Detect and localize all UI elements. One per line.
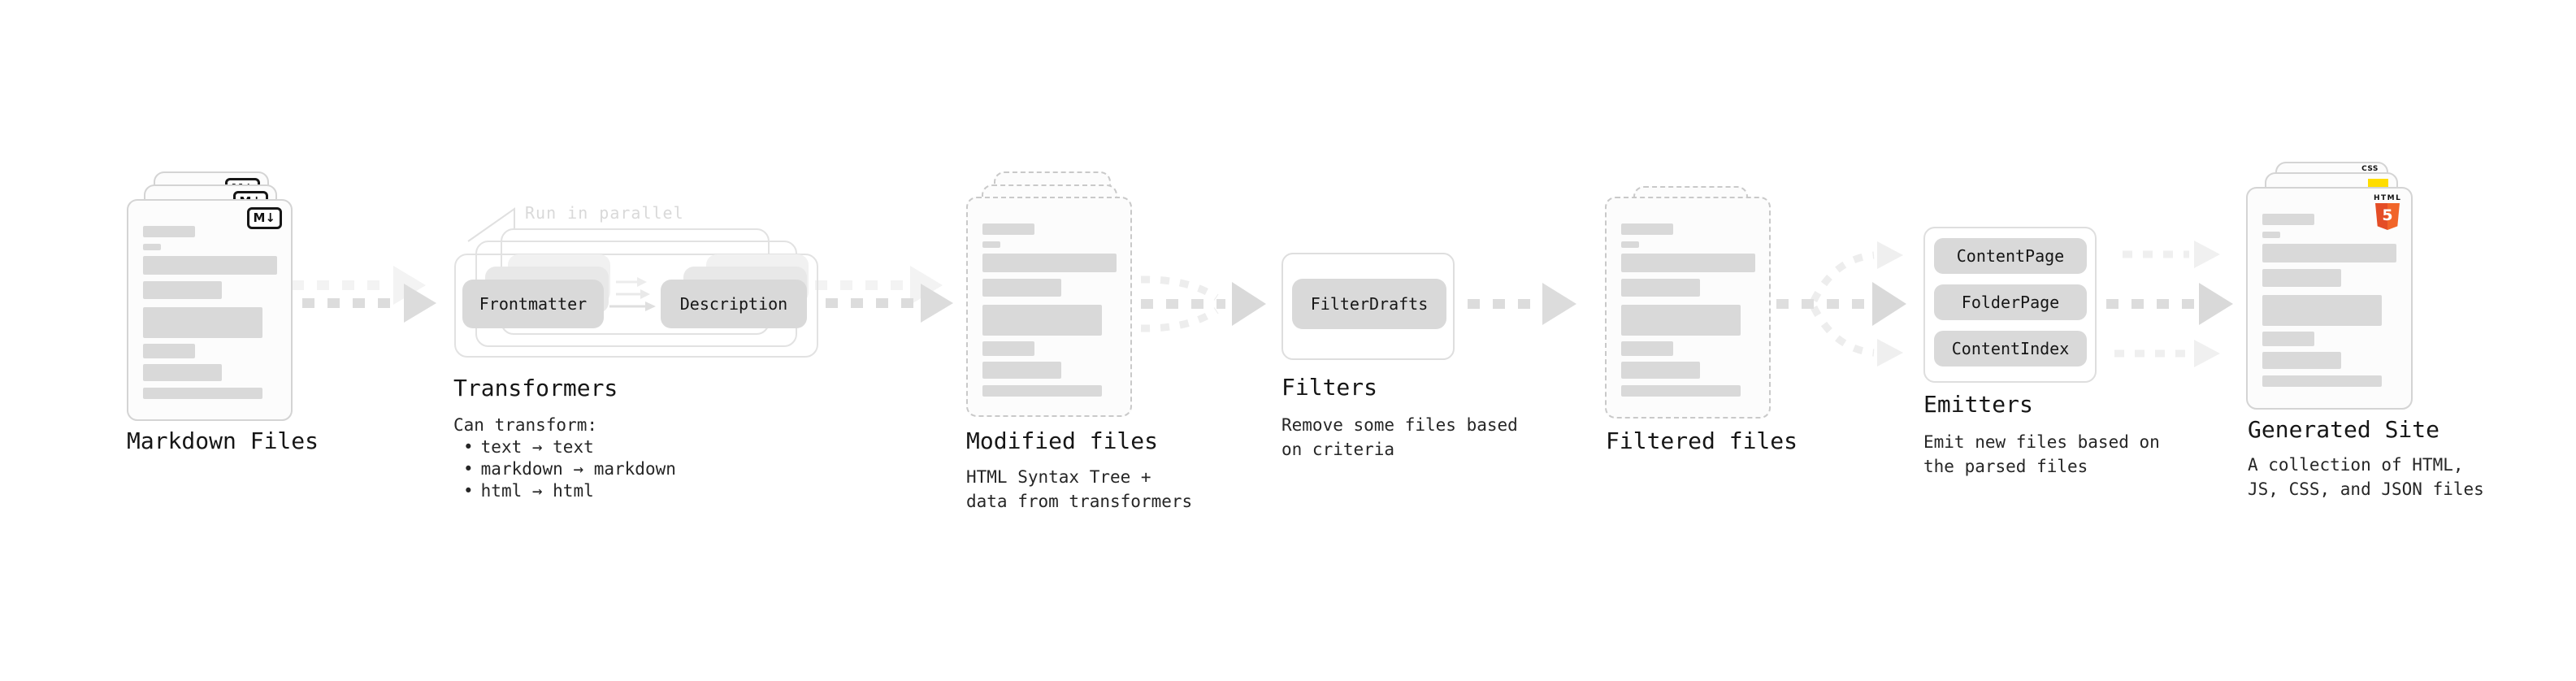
text-line-placeholder bbox=[982, 362, 1061, 379]
text-line-placeholder bbox=[1621, 385, 1741, 397]
filters-title: Filters bbox=[1281, 374, 1378, 401]
text-line-placeholder bbox=[2262, 352, 2341, 369]
bullet-text: text → text bbox=[480, 437, 594, 457]
text-line-placeholder bbox=[2262, 269, 2341, 287]
arrow-emitters-to-generated-icon bbox=[2106, 241, 2233, 367]
transformers-bullet-list: • text → text • markdown → markdown • ht… bbox=[453, 436, 676, 502]
modified-files-title: Modified files bbox=[966, 427, 1159, 454]
text-line-placeholder bbox=[143, 244, 161, 250]
description-pill: Description bbox=[661, 280, 807, 328]
bullet-icon: • bbox=[463, 481, 474, 501]
text-line-placeholder bbox=[2262, 232, 2280, 238]
arrow-markdown-to-transformers-icon bbox=[292, 266, 436, 323]
text-line-placeholder bbox=[982, 279, 1061, 297]
filtered-files-node bbox=[1605, 186, 1771, 419]
arrow-transformers-to-modified-icon bbox=[815, 266, 953, 323]
text-line-placeholder bbox=[2262, 214, 2314, 225]
filters-caption: Remove some files based on criteria bbox=[1281, 415, 1518, 459]
filtered-files-title: Filtered files bbox=[1606, 427, 1798, 454]
filterdrafts-pill: FilterDrafts bbox=[1292, 279, 1446, 329]
markdown-files-node: M↓ M↓ M↓ bbox=[127, 171, 293, 422]
text-line-placeholder bbox=[982, 305, 1102, 336]
text-line-placeholder bbox=[982, 341, 1034, 356]
text-line-placeholder bbox=[2262, 332, 2314, 346]
bullet-icon: • bbox=[463, 459, 474, 479]
filtered-file-card-front bbox=[1605, 197, 1771, 419]
emitters-title: Emitters bbox=[1923, 391, 2033, 418]
text-line-placeholder bbox=[2262, 244, 2396, 262]
text-line-placeholder bbox=[143, 307, 262, 338]
modified-files-node bbox=[966, 171, 1132, 419]
html5-icon: HTML 5 bbox=[2374, 194, 2401, 230]
list-item: • html → html bbox=[453, 480, 676, 502]
arrow-modified-to-filters-icon bbox=[1140, 275, 1266, 332]
text-line-placeholder bbox=[982, 223, 1034, 235]
text-line-placeholder bbox=[143, 388, 262, 399]
bullet-icon: • bbox=[463, 437, 474, 457]
bullet-text: html → html bbox=[480, 481, 594, 501]
text-line-placeholder bbox=[1621, 305, 1741, 336]
generated-site-node: CSS HTML 5 bbox=[2246, 162, 2413, 410]
text-line-placeholder bbox=[143, 344, 195, 358]
text-line-placeholder bbox=[2262, 375, 2382, 387]
generated-site-caption: A collection of HTML, JS, CSS, and JSON … bbox=[2248, 455, 2484, 499]
contentpage-pill: ContentPage bbox=[1934, 238, 2087, 274]
html5-icon-label: HTML bbox=[2374, 194, 2402, 202]
text-line-placeholder bbox=[1621, 341, 1673, 356]
text-line-placeholder bbox=[143, 364, 222, 381]
markdown-icon: M↓ bbox=[246, 207, 282, 229]
arrow-filters-to-filtered-icon bbox=[1468, 283, 1576, 325]
text-line-placeholder bbox=[2262, 295, 2382, 326]
text-line-placeholder bbox=[1621, 241, 1639, 248]
javascript-icon bbox=[2368, 179, 2388, 189]
text-line-placeholder bbox=[143, 226, 195, 237]
text-line-placeholder bbox=[1621, 362, 1700, 379]
run-in-parallel-label: Run in parallel bbox=[525, 203, 684, 223]
transformers-title: Transformers bbox=[453, 375, 618, 401]
text-line-placeholder bbox=[982, 241, 1000, 248]
transformers-caption-heading: Can transform: bbox=[453, 415, 598, 435]
text-line-placeholder bbox=[143, 281, 222, 299]
transformer-layer-front bbox=[454, 254, 818, 358]
emitters-caption: Emit new files based on the parsed files bbox=[1923, 432, 2160, 476]
bullet-text: markdown → markdown bbox=[480, 459, 676, 479]
list-item: • text → text bbox=[453, 436, 676, 458]
text-line-placeholder bbox=[982, 254, 1117, 272]
modified-file-card-front bbox=[966, 197, 1132, 417]
markdown-files-title: Markdown Files bbox=[127, 427, 319, 454]
text-line-placeholder bbox=[1621, 223, 1673, 235]
generated-site-title: Generated Site bbox=[2248, 416, 2440, 443]
text-line-placeholder bbox=[1621, 279, 1700, 297]
contentindex-pill: ContentIndex bbox=[1934, 331, 2087, 367]
text-line-placeholder bbox=[1621, 254, 1755, 272]
modified-files-caption: HTML Syntax Tree + data from transformer… bbox=[966, 467, 1193, 511]
list-item: • markdown → markdown bbox=[453, 458, 676, 480]
folderpage-pill: FolderPage bbox=[1934, 284, 2087, 320]
html5-icon-shield: 5 bbox=[2375, 203, 2400, 230]
arrow-filtered-to-emitters-icon bbox=[1776, 241, 1906, 367]
text-line-placeholder bbox=[982, 385, 1102, 397]
text-line-placeholder bbox=[143, 256, 277, 275]
css-icon-label: CSS bbox=[2361, 165, 2379, 173]
generated-html-card: HTML 5 bbox=[2246, 187, 2413, 410]
frontmatter-pill: Frontmatter bbox=[462, 280, 604, 328]
markdown-file-card-front: M↓ bbox=[127, 199, 293, 421]
